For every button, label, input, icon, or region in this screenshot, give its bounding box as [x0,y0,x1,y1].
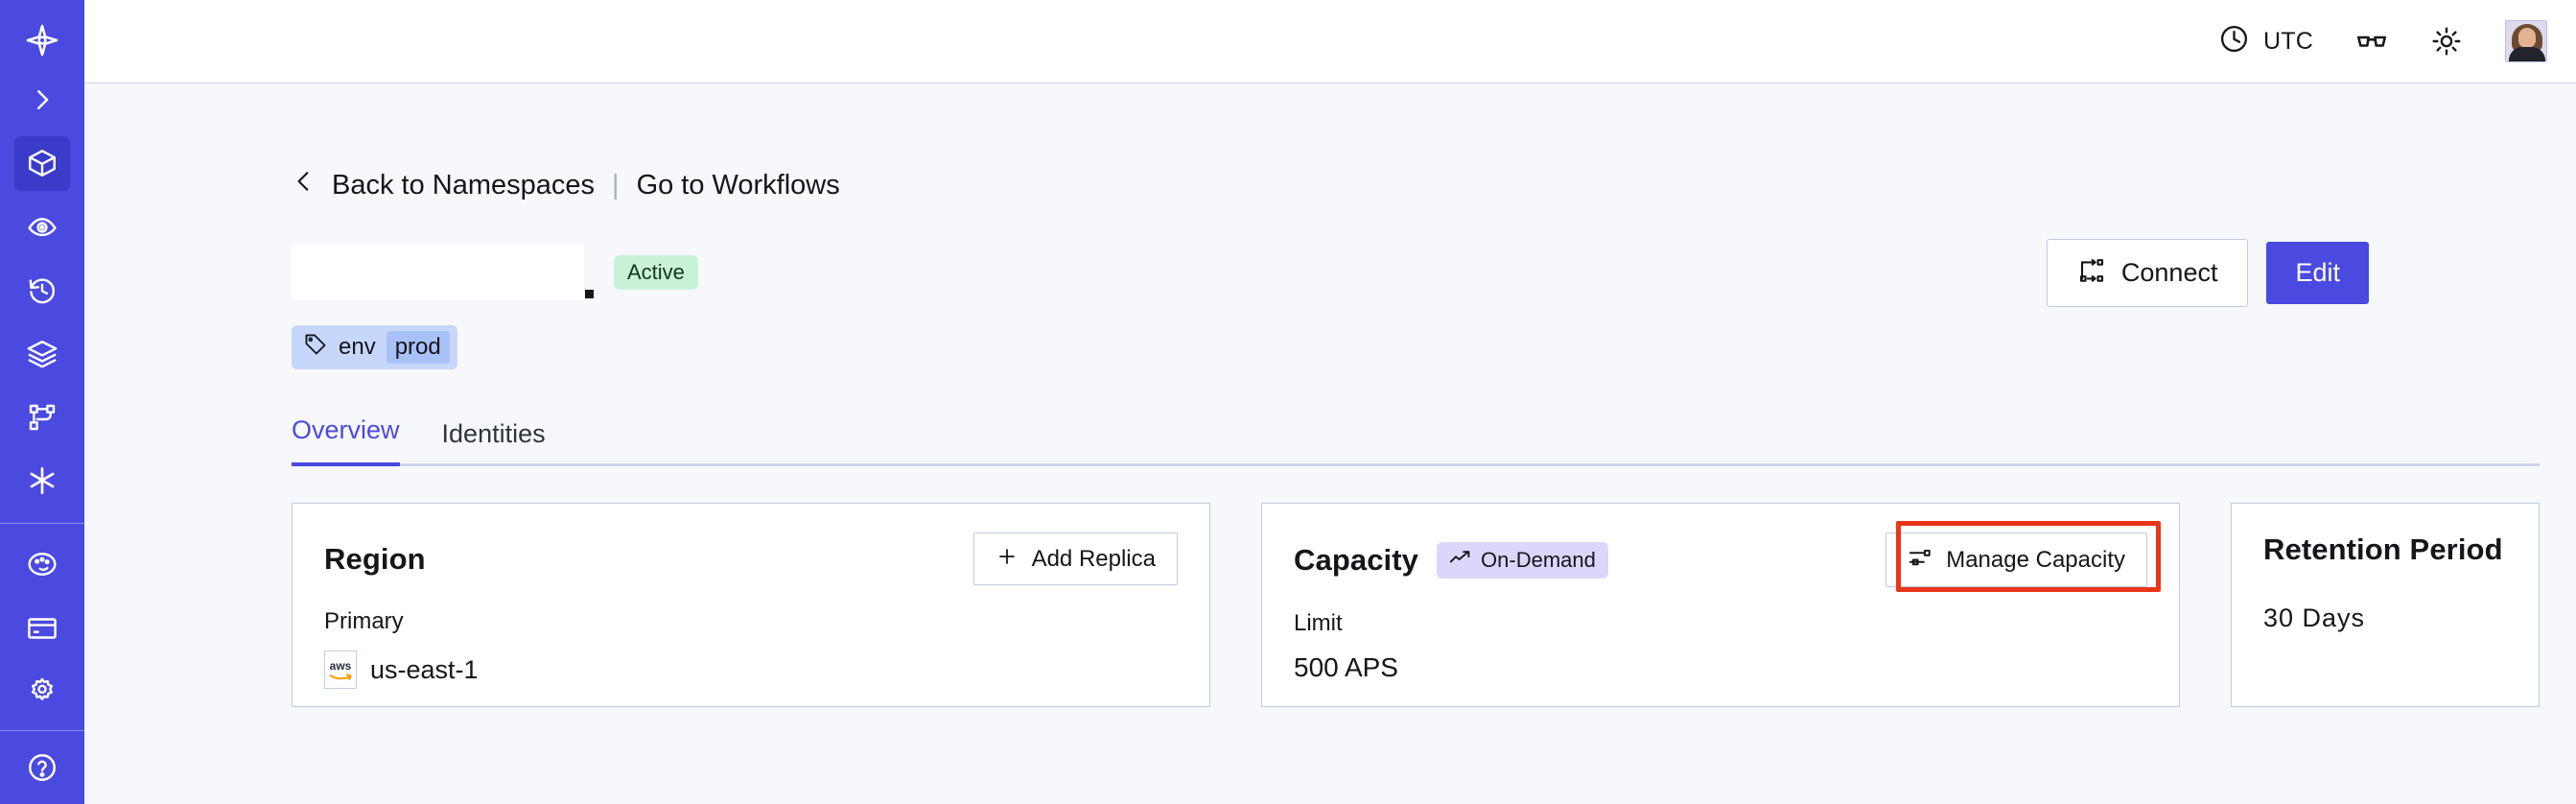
tag-value: prod [386,331,450,364]
plus-icon [995,545,1019,573]
region-primary-label: Primary [324,608,404,634]
git-branch-icon [27,402,58,433]
breadcrumb[interactable]: Back to Namespaces | Go to Workflows [292,83,840,204]
tab-identities[interactable]: Identities [441,419,546,448]
namespace-header-row: Active [292,238,2369,307]
help-circle-icon [26,751,59,784]
add-replica-label: Add Replica [1031,545,1156,572]
capacity-limit-value: 500 APS [1294,652,1398,682]
retention-value: 30 Days [2263,603,2366,632]
timezone-label: UTC [2263,27,2313,55]
main-column: UTC [84,0,2576,804]
clock-icon [2218,23,2250,59]
header-actions: Connect Edit [2046,238,2369,307]
sidebar-item-help[interactable] [14,741,70,794]
sliders-icon [1908,545,1932,575]
temporal-logo-icon [24,22,60,59]
sidebar-item-theme[interactable] [14,537,70,591]
region-value: us-east-1 [370,654,479,684]
sidebar-item-billing[interactable] [14,602,70,655]
aws-logo-icon: aws [324,650,357,689]
avatar-body [2509,47,2545,61]
manage-capacity-button[interactable]: Manage Capacity [1885,532,2147,587]
sidebar-item-namespaces[interactable] [14,136,70,191]
asterisk-icon [25,463,59,498]
content-area: Back to Namespaces | Go to Workflows Act… [84,83,2576,804]
cube-icon [26,147,59,179]
connect-button-label: Connect [2120,257,2218,287]
gear-icon [26,675,59,708]
overview-cards: Region Add Replica Primary [292,503,2540,707]
retention-card-head: Retention Period [2263,532,2507,567]
layers-icon [26,338,59,370]
eye-icon [26,211,59,244]
sidebar-item-history[interactable] [14,264,70,318]
glasses-icon [2355,25,2388,58]
namespace-title [292,245,584,300]
clock-rewind-icon [26,274,59,307]
capacity-card: Capacity On-Demand [1261,503,2180,707]
connect-button[interactable]: Connect [2046,238,2249,307]
timezone-selector[interactable]: UTC [2218,23,2313,59]
tab-overview[interactable]: Overview [292,415,400,466]
palette-icon [26,548,59,580]
avatar-face [2518,28,2536,48]
edit-button[interactable]: Edit [2266,241,2369,304]
region-card-title: Region [324,541,426,576]
credit-card-icon [26,612,59,645]
capacity-card-head: Capacity On-Demand [1294,532,2147,587]
region-value-row: aws us-east-1 [324,650,1178,689]
sidebar-item-layers[interactable] [14,327,70,381]
sidebar-item-expand[interactable] [14,73,70,127]
breadcrumb-workflows-link[interactable]: Go to Workflows [636,169,840,201]
tag-icon [303,332,328,364]
chevron-right-icon [28,85,57,114]
capacity-limit-label: Limit [1294,610,1343,636]
sidebar [0,0,84,804]
on-demand-label: On-Demand [1481,547,1596,572]
tabs: Overview Identities [292,413,2540,466]
connect-flow-icon [2077,256,2106,290]
retention-card-title: Retention Period [2263,532,2503,566]
sidebar-divider-1 [0,523,84,525]
sidebar-divider-2 [0,729,84,731]
sidebar-item-logo[interactable] [14,13,70,67]
reading-mode-button[interactable] [2355,25,2388,58]
on-demand-badge: On-Demand [1437,541,1608,579]
manage-capacity-label: Manage Capacity [1946,546,2125,573]
sidebar-item-observe[interactable] [14,201,70,254]
namespace-title-dot [585,290,594,298]
sidebar-item-settings[interactable] [14,665,70,719]
edit-button-label: Edit [2295,257,2340,287]
sidebar-item-nexus[interactable] [14,454,70,508]
add-replica-button[interactable]: Add Replica [972,532,1178,585]
theme-toggle-button[interactable] [2430,25,2463,58]
topbar: UTC [84,0,2576,83]
tag-key: env [339,334,376,360]
namespace-tag[interactable]: env prod [292,325,457,369]
sidebar-item-workflows[interactable] [14,390,70,444]
region-card-head: Region Add Replica [324,532,1178,585]
status-badge: Active [614,255,698,290]
retention-card: Retention Period 30 Days [2231,503,2540,707]
avatar[interactable] [2505,20,2547,62]
breadcrumb-separator: | [612,169,620,201]
sun-icon [2430,25,2463,58]
capacity-card-title: Capacity [1294,542,1419,577]
trending-up-icon [1449,549,1472,572]
breadcrumb-back-link[interactable]: Back to Namespaces [332,169,596,201]
region-card: Region Add Replica Primary [292,503,1210,707]
chevron-left-icon [292,166,316,204]
